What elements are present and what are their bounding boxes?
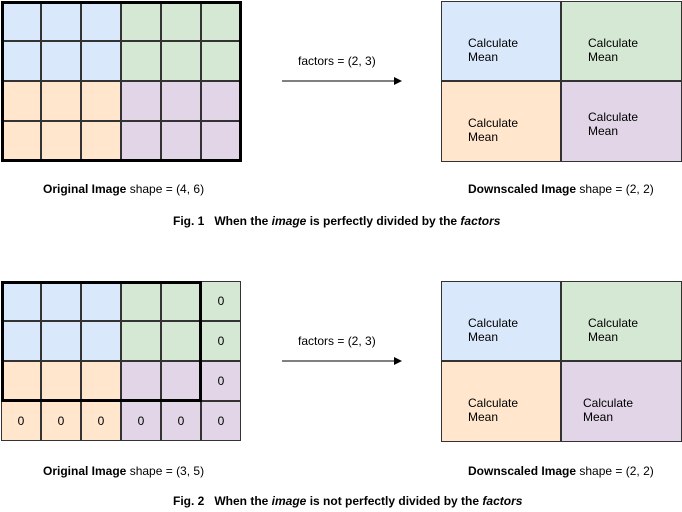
label-line-2: Mean — [588, 124, 619, 138]
grid-cell — [41, 281, 81, 321]
grid-cell — [41, 41, 81, 81]
grid-cell — [81, 281, 121, 321]
grid-cell: 0 — [81, 401, 121, 441]
grid-cell — [41, 81, 81, 121]
grid-cell — [201, 1, 241, 41]
grid-cell — [81, 1, 121, 41]
label-line-2: Mean — [468, 330, 499, 344]
grid-cell — [1, 361, 41, 401]
grid-cell — [121, 321, 161, 361]
fig1-factors-label: factors = (2, 3) — [298, 54, 376, 68]
grid-cell — [81, 121, 121, 161]
grid-cell — [1, 1, 41, 41]
grid-cell: 0 — [161, 401, 201, 441]
grid-cell — [41, 1, 81, 41]
grid-cell: 0 — [201, 321, 241, 361]
grid-cell — [81, 41, 121, 81]
label-line-1: Calculate — [468, 396, 519, 410]
right-arrow-icon — [282, 77, 402, 85]
grid-cell: 0 — [1, 401, 41, 441]
grid-cell — [121, 41, 161, 81]
grid-cell — [1, 121, 41, 161]
fig2-title: Fig. 2 When the image is not perfectly d… — [173, 494, 523, 508]
label-line-1: Calculate — [588, 110, 639, 124]
label-line-1: Calculate — [468, 316, 519, 330]
grid-cell — [121, 361, 161, 401]
grid-cell — [1, 41, 41, 81]
grid-cell — [41, 321, 81, 361]
label-line-2: Mean — [588, 330, 619, 344]
label-line-1: Calculate — [583, 396, 634, 410]
fig2-factors-label: factors = (2, 3) — [298, 334, 376, 348]
label-line-2: Mean — [588, 50, 619, 64]
grid-cell: 0 — [201, 401, 241, 441]
label-line-1: Calculate — [588, 36, 639, 50]
fig1-output-caption: Downscaled Image shape = (2, 2) — [468, 182, 654, 196]
grid-cell — [121, 1, 161, 41]
label-line-1: Calculate — [468, 116, 519, 130]
grid-cell — [121, 121, 161, 161]
grid-cell — [121, 81, 161, 121]
grid-cell — [41, 121, 81, 161]
grid-cell — [161, 81, 201, 121]
label-line-2: Mean — [468, 130, 499, 144]
label-line-2: Mean — [468, 410, 499, 424]
grid-cell — [161, 361, 201, 401]
right-arrow-icon — [282, 357, 402, 365]
grid-cell — [81, 81, 121, 121]
label-line-1: Calculate — [588, 316, 639, 330]
grid-cell — [1, 321, 41, 361]
grid-cell — [41, 361, 81, 401]
grid-cell — [1, 81, 41, 121]
fig2-input-caption: Original Image shape = (3, 5) — [43, 464, 205, 478]
label-line-2: Mean — [583, 410, 614, 424]
grid-cell — [161, 321, 201, 361]
label-line-2: Mean — [468, 50, 499, 64]
grid-cell — [81, 361, 121, 401]
fig2-output-caption: Downscaled Image shape = (2, 2) — [468, 464, 654, 478]
fig1-input-caption: Original Image shape = (4, 6) — [43, 182, 205, 196]
grid-cell — [161, 281, 201, 321]
grid-cell — [201, 121, 241, 161]
grid-cell — [1, 281, 41, 321]
fig1-input-grid — [1, 1, 241, 161]
grid-cell — [81, 321, 121, 361]
grid-cell: 0 — [41, 401, 81, 441]
grid-cell — [161, 1, 201, 41]
label-line-1: Calculate — [468, 36, 519, 50]
grid-cell — [161, 121, 201, 161]
grid-cell: 0 — [201, 361, 241, 401]
grid-cell: 0 — [201, 281, 241, 321]
grid-cell: 0 — [121, 401, 161, 441]
grid-cell — [121, 281, 161, 321]
grid-cell — [201, 41, 241, 81]
grid-cell — [161, 41, 201, 81]
grid-cell — [201, 81, 241, 121]
fig1-title: Fig. 1 When the image is perfectly divid… — [173, 214, 501, 228]
